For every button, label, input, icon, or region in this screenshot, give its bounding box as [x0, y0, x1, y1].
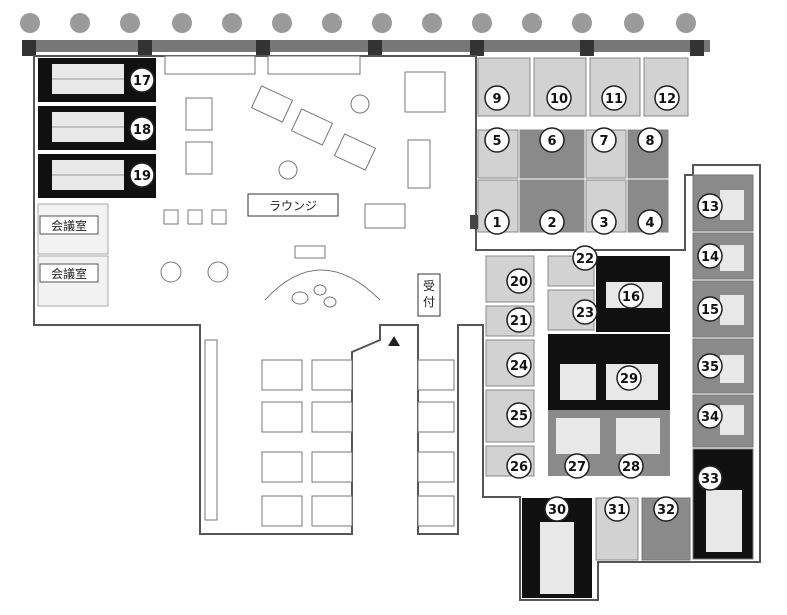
room-number-19: 19: [133, 169, 151, 184]
room-number-11: 11: [605, 92, 623, 107]
reception-desk: [417, 273, 441, 317]
room-marker-19: [129, 162, 155, 188]
room-27-28-desks: [556, 418, 660, 454]
room-marker-24: [506, 352, 532, 378]
room-number-33: 33: [701, 472, 719, 487]
room-number-6: 6: [547, 134, 556, 149]
room-number-3: 3: [599, 216, 608, 231]
room-number-14: 14: [701, 250, 719, 265]
room-number-8: 8: [645, 134, 654, 149]
room-marker-2: [539, 209, 565, 235]
room-number-26: 26: [510, 460, 528, 475]
open-area-desks: [204, 339, 455, 527]
right-desks: [706, 190, 744, 552]
room-marker-22: [572, 245, 598, 271]
meeting-room-2-tag: [39, 263, 99, 283]
room-marker-30: [544, 496, 570, 522]
room-number-9: 9: [492, 92, 501, 107]
room-marker-20: [506, 268, 532, 294]
room-marker-3: [591, 209, 617, 235]
room-number-31: 31: [608, 503, 626, 518]
facade-pillars: [22, 40, 704, 56]
room-number-1: 1: [492, 216, 501, 231]
reception-label-2: 付: [423, 295, 435, 309]
room-marker-23: [572, 299, 598, 325]
room-number-35: 35: [701, 360, 719, 375]
room-marker-32: [653, 496, 679, 522]
room-number-29: 29: [620, 372, 638, 387]
room-marker-17: [129, 67, 155, 93]
room-29-desks: [560, 364, 658, 400]
room-number-2: 2: [547, 216, 556, 231]
room-marker-15: [697, 296, 723, 322]
room-number-23: 23: [576, 306, 594, 321]
room-number-32: 32: [657, 503, 675, 518]
room-marker-4: [637, 209, 663, 235]
room-marker-7: [591, 127, 617, 153]
lounge-label: ラウンジ: [269, 199, 317, 213]
room-marker-9: [484, 85, 510, 111]
room-marker-11: [601, 85, 627, 111]
room-number-28: 28: [622, 460, 640, 475]
room-19: [38, 154, 156, 198]
room-number-17: 17: [133, 74, 151, 89]
room-marker-27: [564, 453, 590, 479]
room-marker-28: [618, 453, 644, 479]
room-marker-18: [129, 116, 155, 142]
room-marker-14: [697, 243, 723, 269]
room-number-15: 15: [701, 303, 719, 318]
room-number-18: 18: [133, 123, 151, 138]
room-number-16: 16: [622, 290, 640, 305]
room-number-4: 4: [645, 216, 654, 231]
room-marker-12: [654, 85, 680, 111]
room-number-12: 12: [658, 92, 676, 107]
room-marker-16: [618, 283, 644, 309]
room-number-20: 20: [510, 275, 528, 290]
room-marker-26: [506, 453, 532, 479]
room-number-27: 27: [568, 460, 586, 475]
room-marker-5: [484, 127, 510, 153]
room-number-5: 5: [492, 134, 501, 149]
facade-wall: [22, 40, 710, 52]
room-marker-13: [697, 193, 723, 219]
room-number-10: 10: [550, 92, 568, 107]
room-marker-29: [616, 365, 642, 391]
room-number-13: 13: [701, 200, 719, 215]
reception-label-1: 受: [423, 279, 435, 293]
room-marker-31: [604, 496, 630, 522]
room-number-7: 7: [599, 134, 608, 149]
room-30-table: [540, 522, 574, 594]
partition: [470, 215, 478, 229]
room-marker-8: [637, 127, 663, 153]
room-marker-25: [506, 402, 532, 428]
room-marker-10: [546, 85, 572, 111]
meeting-room-2-label: 会議室: [51, 266, 87, 281]
lounge-furniture: [160, 55, 446, 308]
entrance-triangle-icon: [388, 336, 400, 346]
room-marker-34: [697, 403, 723, 429]
room-marker-1: [484, 209, 510, 235]
room-number-34: 34: [701, 410, 719, 425]
room-marker-6: [539, 127, 565, 153]
lounge-sign: [247, 193, 339, 217]
room-18: [38, 106, 156, 150]
room-marker-35: [697, 353, 723, 379]
room-marker-33: [697, 465, 723, 491]
room-number-30: 30: [548, 503, 566, 518]
room-number-21: 21: [510, 314, 528, 329]
meeting-room-1-label: 会議室: [51, 218, 87, 233]
column-row: [20, 13, 696, 33]
room-17: [38, 58, 156, 102]
room-number-24: 24: [510, 359, 528, 374]
room-number-25: 25: [510, 409, 528, 424]
room-marker-21: [506, 307, 532, 333]
room-number-22: 22: [576, 252, 594, 267]
meeting-room-1-tag: [39, 215, 99, 235]
